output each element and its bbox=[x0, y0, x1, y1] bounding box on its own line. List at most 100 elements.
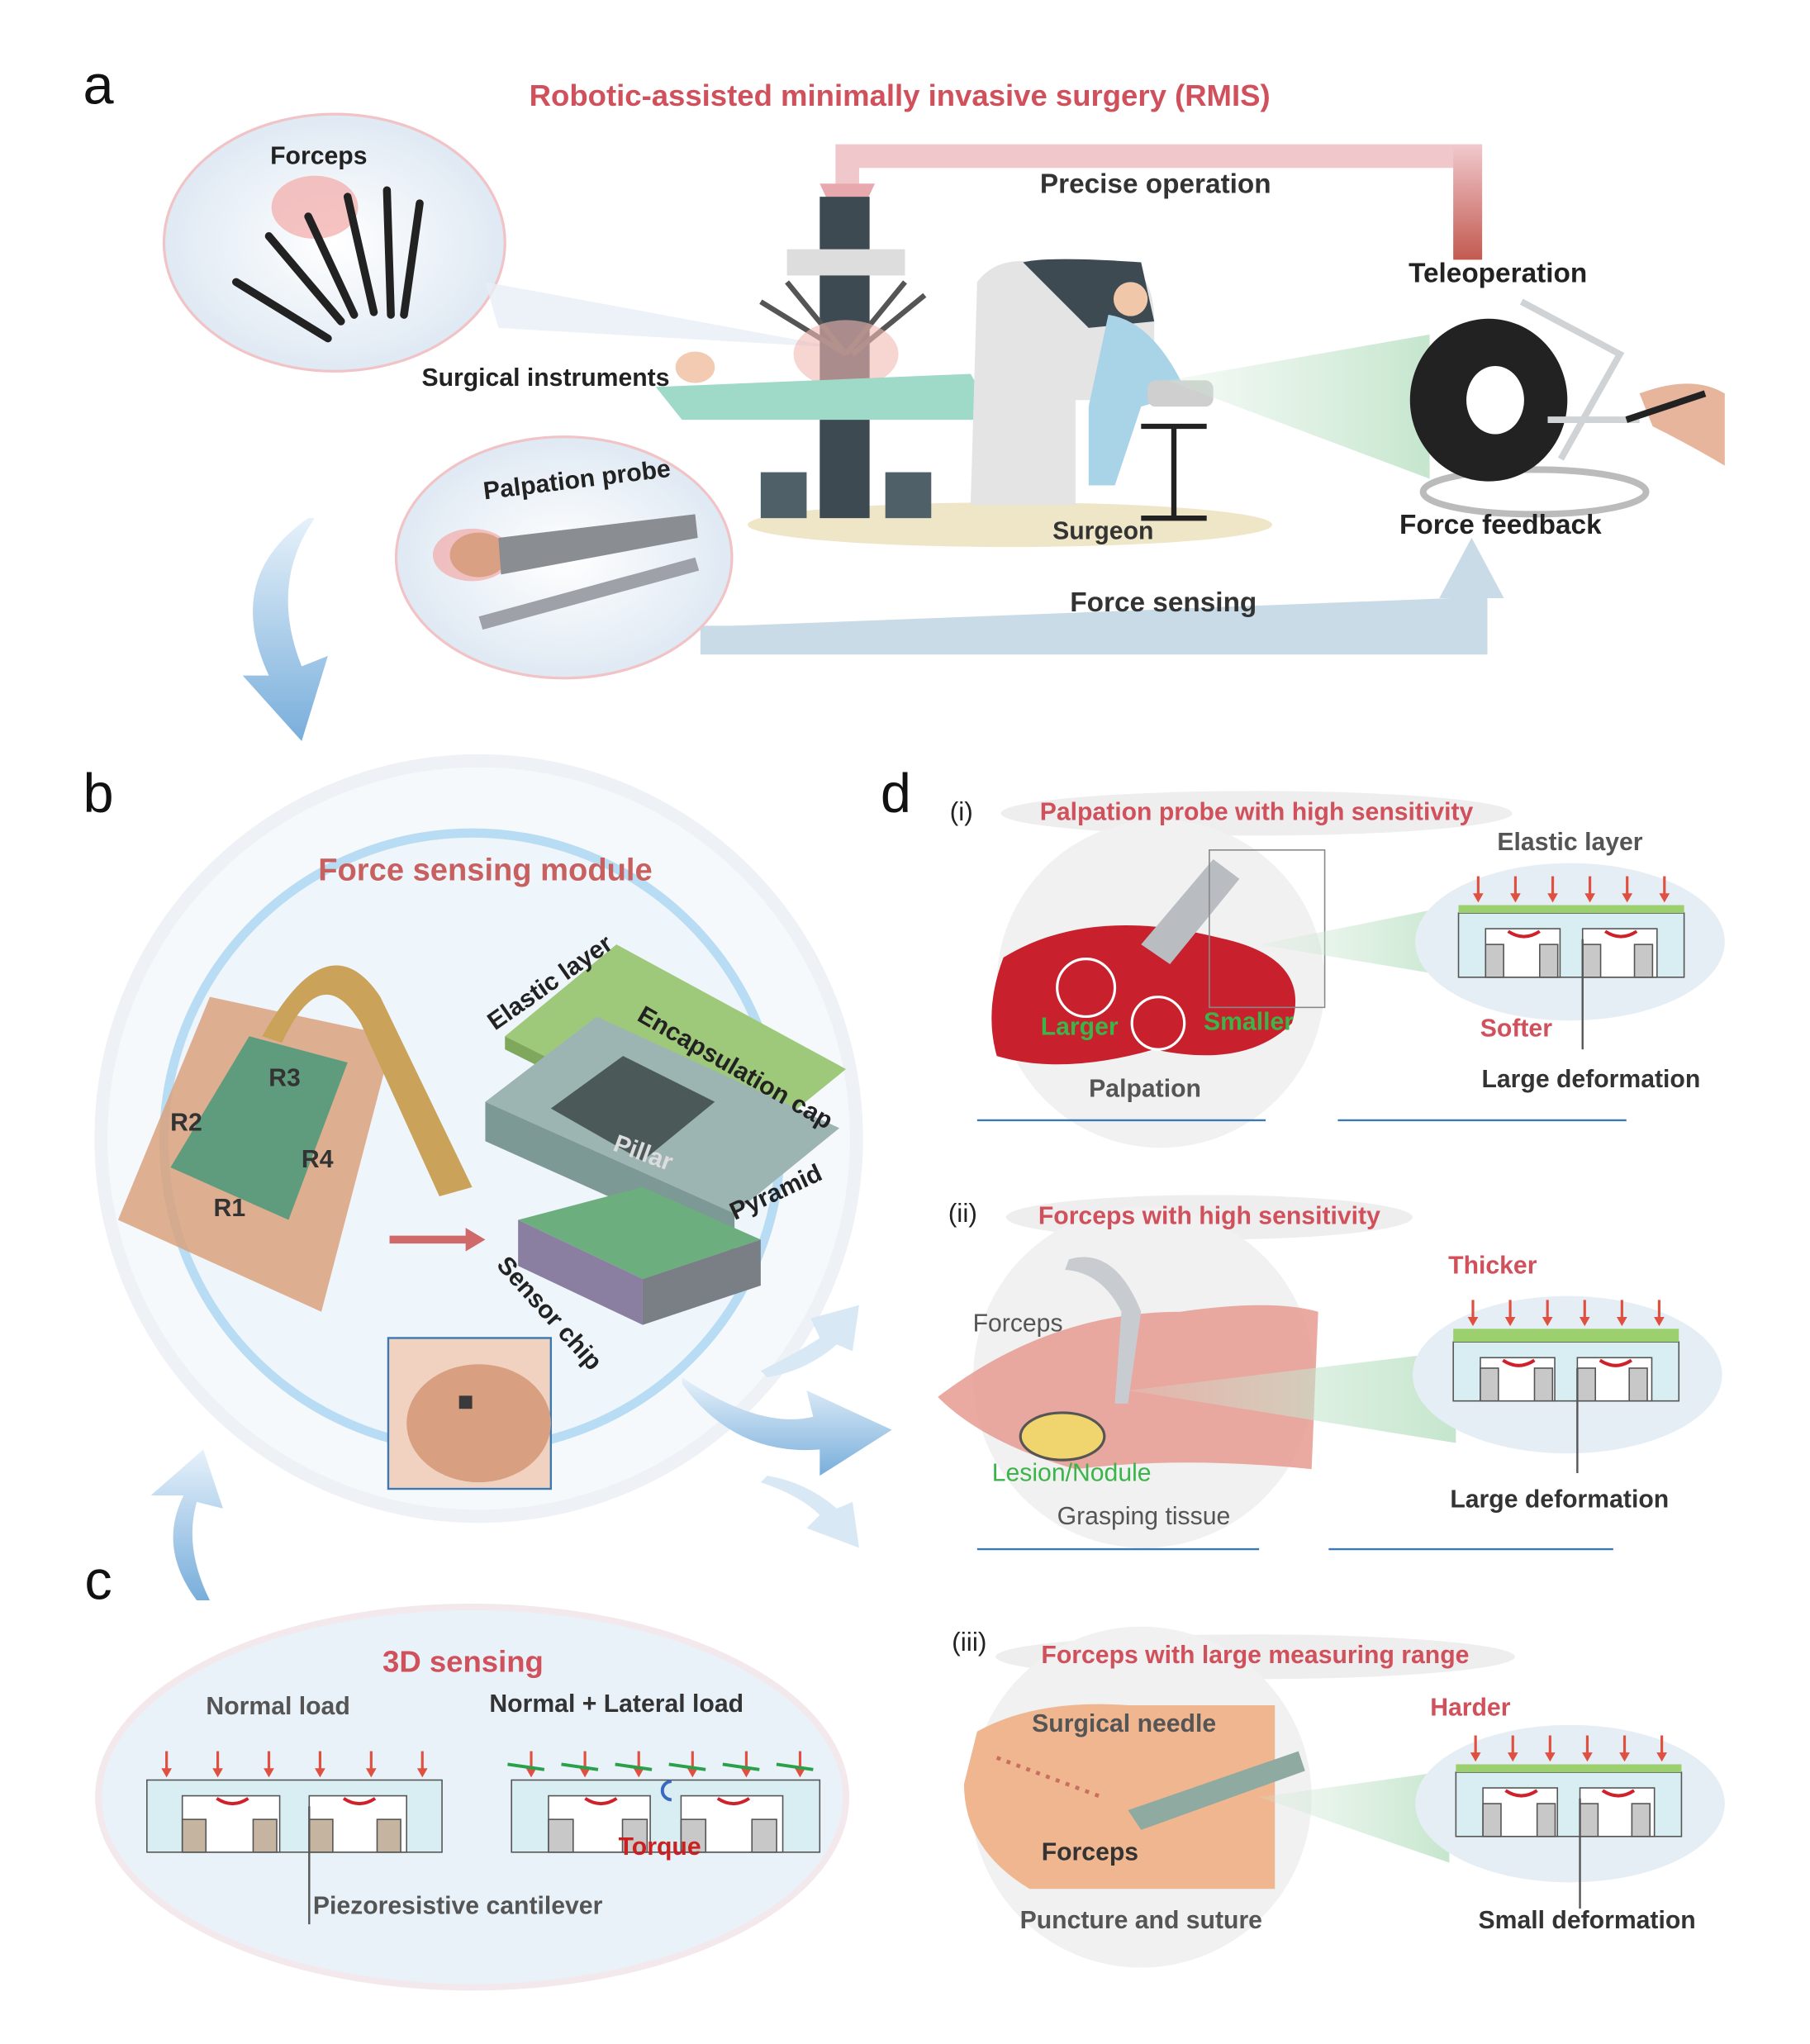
forceps-bubble bbox=[162, 112, 506, 373]
piezoresistive-cantilever-label: Piezoresistive cantilever bbox=[312, 1893, 603, 1921]
force-sensing-module-title: Force sensing module bbox=[318, 853, 653, 888]
floor-platform bbox=[747, 502, 1273, 548]
force-sensing-label: Force sensing bbox=[1070, 587, 1257, 618]
force-arrow-head bbox=[1542, 1317, 1553, 1327]
d-ii-title: Forceps with high sensitivity bbox=[1038, 1202, 1380, 1231]
surgical-forceps-illustration bbox=[232, 186, 424, 343]
force-arrow-head bbox=[525, 1768, 537, 1778]
fingertip bbox=[406, 1364, 551, 1483]
d-i-number: (i) bbox=[949, 798, 973, 828]
larger-label: Larger bbox=[1040, 1014, 1119, 1042]
pillar bbox=[1536, 1803, 1556, 1837]
piezoresistive-cantilever bbox=[1601, 1789, 1636, 1798]
beam-iii bbox=[1259, 1771, 1450, 1863]
pillar bbox=[680, 1818, 707, 1853]
3d-sensing-title: 3D sensing bbox=[382, 1644, 544, 1679]
force-arrow-head bbox=[1619, 1752, 1630, 1762]
thicker-label: Thicker bbox=[1448, 1253, 1537, 1281]
lateral-force-arrow bbox=[722, 1762, 760, 1771]
surgical-needle-label: Surgical needle bbox=[1032, 1710, 1217, 1738]
lesion-nodule-label: Lesion/Nodule bbox=[991, 1460, 1152, 1488]
arrow-b-to-d-upper bbox=[760, 1305, 859, 1378]
pillar bbox=[1533, 1367, 1554, 1402]
force-arrow-head bbox=[686, 1768, 698, 1778]
cross-section-iii bbox=[1455, 1735, 1683, 1909]
force-arrow-head bbox=[161, 1768, 172, 1778]
force-arrow-head bbox=[633, 1768, 644, 1778]
d-iii-title: Forceps with large measuring range bbox=[1041, 1642, 1470, 1671]
pillar bbox=[1631, 1803, 1651, 1837]
forceps-iii bbox=[1128, 1751, 1305, 1830]
piezoresistive-cantilever bbox=[716, 1797, 750, 1806]
force-arrow-head bbox=[741, 1768, 752, 1778]
palpation-label: Palpation bbox=[1089, 1075, 1201, 1104]
panel-d-graphics bbox=[938, 791, 1725, 1968]
piezoresistive-cantilever bbox=[1507, 929, 1541, 939]
elastic-layer bbox=[1453, 1329, 1679, 1343]
forceps-ii bbox=[1065, 1257, 1142, 1404]
grasping-tissue-label: Grasping tissue bbox=[1057, 1503, 1231, 1531]
d-ii-deformation-label: Large deformation bbox=[1450, 1485, 1670, 1514]
force-arrow-head bbox=[315, 1768, 325, 1778]
forceps-tip-highlight bbox=[271, 175, 359, 239]
pillar bbox=[751, 1818, 777, 1853]
force-arrow-head bbox=[264, 1768, 274, 1778]
surgeon-console-illustration bbox=[970, 259, 1214, 521]
panel-label-b: b bbox=[83, 762, 114, 825]
pillar bbox=[621, 1818, 648, 1853]
piezoresistive-cantilever bbox=[216, 1797, 249, 1806]
d-iii-forceps-label: Forceps bbox=[1041, 1838, 1139, 1867]
piezoresistive-cantilever bbox=[1599, 1358, 1632, 1367]
lesion-nodule bbox=[1019, 1411, 1106, 1462]
assembly-arrow bbox=[389, 1228, 486, 1252]
d-i-deformation-label: Large deformation bbox=[1481, 1066, 1701, 1095]
r4-label: R4 bbox=[301, 1146, 334, 1174]
pillar bbox=[252, 1818, 278, 1853]
force-arrow-head bbox=[212, 1768, 223, 1778]
pillar bbox=[181, 1818, 207, 1853]
d-iii-deformation-label: Small deformation bbox=[1478, 1907, 1696, 1935]
d-i-elastic-layer-label: Elastic layer bbox=[1497, 829, 1643, 857]
force-arrow-head bbox=[1510, 893, 1521, 903]
exploded-sensor-illustration bbox=[485, 944, 847, 1325]
pillar bbox=[1576, 1367, 1597, 1402]
force-arrow-head bbox=[1547, 893, 1558, 903]
force-arrow-head bbox=[1579, 1317, 1590, 1327]
r1-label: R1 bbox=[213, 1195, 246, 1223]
panel-label-a: a bbox=[83, 54, 114, 116]
skin-tissue bbox=[963, 1704, 1276, 1890]
pillar bbox=[1482, 1803, 1502, 1837]
force-arrow-head bbox=[1504, 1317, 1516, 1327]
arrow-b-to-d-main bbox=[682, 1377, 892, 1476]
piezoresistive-cantilever bbox=[1603, 929, 1638, 939]
smaller-label: Smaller bbox=[1203, 1008, 1294, 1037]
force-arrow-head bbox=[1656, 1752, 1667, 1762]
force-arrow-head bbox=[1582, 1752, 1593, 1762]
force-arrow-head bbox=[1622, 893, 1633, 903]
force-arrow-head bbox=[416, 1768, 428, 1778]
lateral-force-arrow bbox=[776, 1762, 814, 1771]
piezoresistive-cantilever bbox=[1502, 1358, 1536, 1367]
force-arrow-head bbox=[1616, 1317, 1627, 1327]
teleoperation-beam bbox=[1167, 334, 1430, 479]
d-i-title: Palpation probe with high sensitivity bbox=[1039, 798, 1474, 827]
chip-package-illustration bbox=[117, 965, 473, 1312]
force-arrow-head bbox=[1472, 893, 1484, 903]
panel-label-c: c bbox=[84, 1549, 112, 1611]
probe bbox=[1141, 858, 1240, 964]
pillar bbox=[376, 1818, 401, 1853]
surgical-instruments-label: Surgical instruments bbox=[421, 364, 670, 392]
larger-nodule bbox=[1056, 958, 1117, 1019]
piezoresistive-cantilever bbox=[1504, 1789, 1538, 1798]
surgeon-label: Surgeon bbox=[1052, 518, 1154, 546]
up-arrow-c-to-b bbox=[150, 1449, 223, 1600]
piezoresistive-cantilever bbox=[584, 1797, 618, 1806]
down-arrow-a-to-b bbox=[242, 518, 328, 742]
d-ii-graphics bbox=[938, 1195, 1722, 1551]
force-arrow-head bbox=[795, 1768, 805, 1778]
puncture-suture-label: Puncture and suture bbox=[1019, 1907, 1262, 1935]
cross-section-i bbox=[1457, 876, 1685, 1050]
torque-rotation-icon bbox=[660, 1780, 672, 1802]
force-arrow-head bbox=[1467, 1317, 1479, 1327]
haptic-device-illustration bbox=[1409, 298, 1725, 518]
